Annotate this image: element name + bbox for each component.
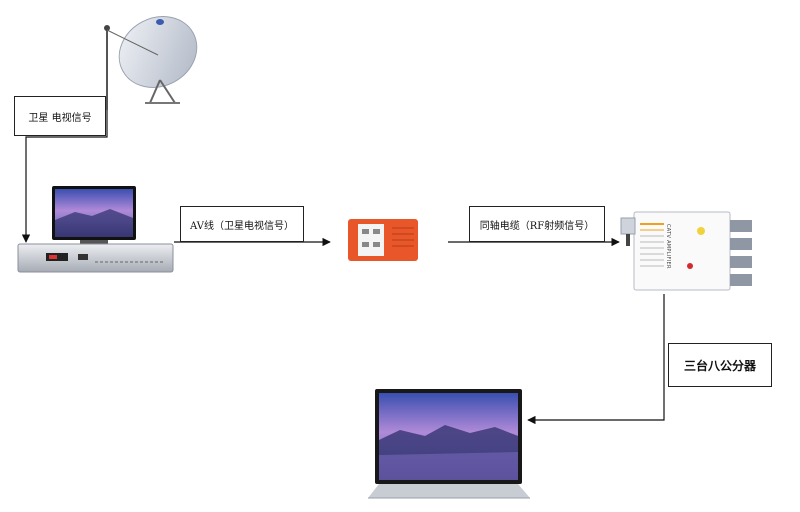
amplifier-device-text: CATV AMPLIFIER — [665, 224, 671, 269]
tv-small-icon — [52, 186, 136, 244]
coax-cable-label: 同轴电缆（RF射频信号） — [469, 206, 605, 242]
satellite-signal-label: 卫星 电视信号 — [14, 96, 106, 136]
catv-to-tv-line — [527, 294, 665, 425]
amplifier-icon — [348, 219, 418, 261]
satellite-dish-icon — [104, 16, 198, 110]
tv-large-icon — [368, 389, 530, 499]
catv-amplifier-icon — [620, 211, 752, 291]
splitter-label: 三台八公分器 — [668, 343, 772, 387]
set-top-box-icon — [17, 243, 174, 273]
av-cable-label: AV线（卫星电视信号） — [180, 206, 304, 242]
satellite-to-stb-line — [21, 110, 108, 243]
